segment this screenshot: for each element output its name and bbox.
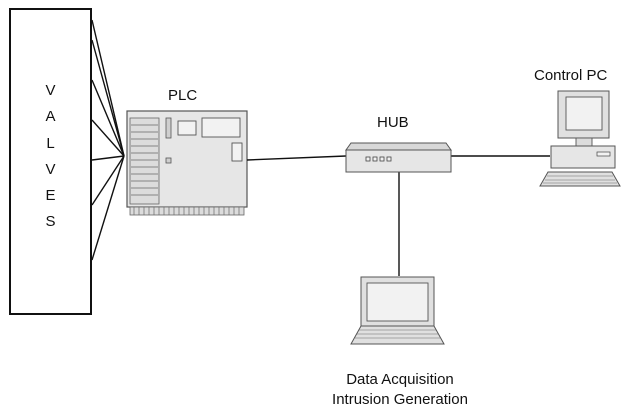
valves-letter: V <box>45 82 56 99</box>
valves-letter: S <box>45 213 56 231</box>
daq-laptop <box>350 276 445 345</box>
plc-label: PLC <box>168 87 198 104</box>
valves-letter: A <box>45 108 56 126</box>
valves-letter: E <box>45 187 56 205</box>
daq-label-line2: Intrusion Generation <box>332 391 468 408</box>
plc-hub-link <box>246 155 347 161</box>
plc-device <box>126 110 248 216</box>
daq-label: Data Acquisition Intrusion Generation <box>300 370 500 410</box>
hub-label: HUB <box>377 114 409 131</box>
valves-label: V A L V E S <box>9 78 92 236</box>
valves-box <box>9 8 92 315</box>
control-pc <box>539 90 621 187</box>
network-links <box>246 155 550 276</box>
hub-device <box>345 142 452 173</box>
valves-letter: L <box>46 134 55 152</box>
control-pc-label: Control PC <box>534 67 608 84</box>
daq-label-line1: Data Acquisition <box>346 371 454 388</box>
valves-letter: V <box>45 160 56 178</box>
valve-wires <box>91 19 125 261</box>
